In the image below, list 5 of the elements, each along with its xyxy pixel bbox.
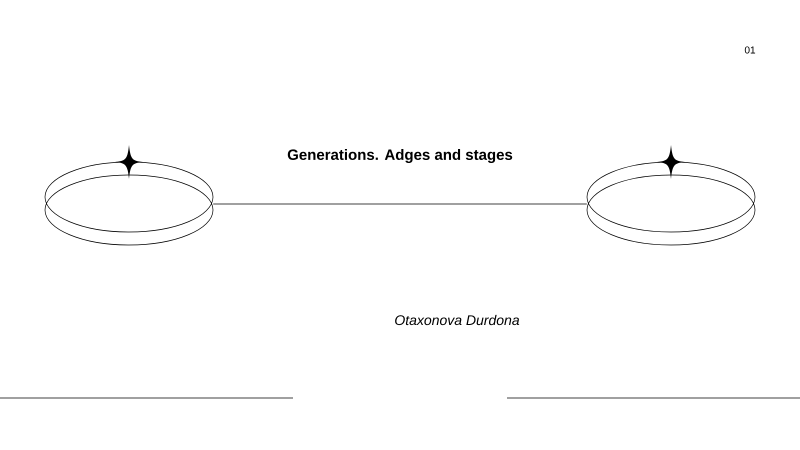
ring-drawing	[586, 145, 756, 246]
ring-drawing	[44, 145, 214, 246]
title: Generations. Adges and stages	[288, 148, 512, 164]
author-name: Otaxonova Durdona	[395, 314, 520, 326]
page-number: 01	[744, 46, 756, 54]
